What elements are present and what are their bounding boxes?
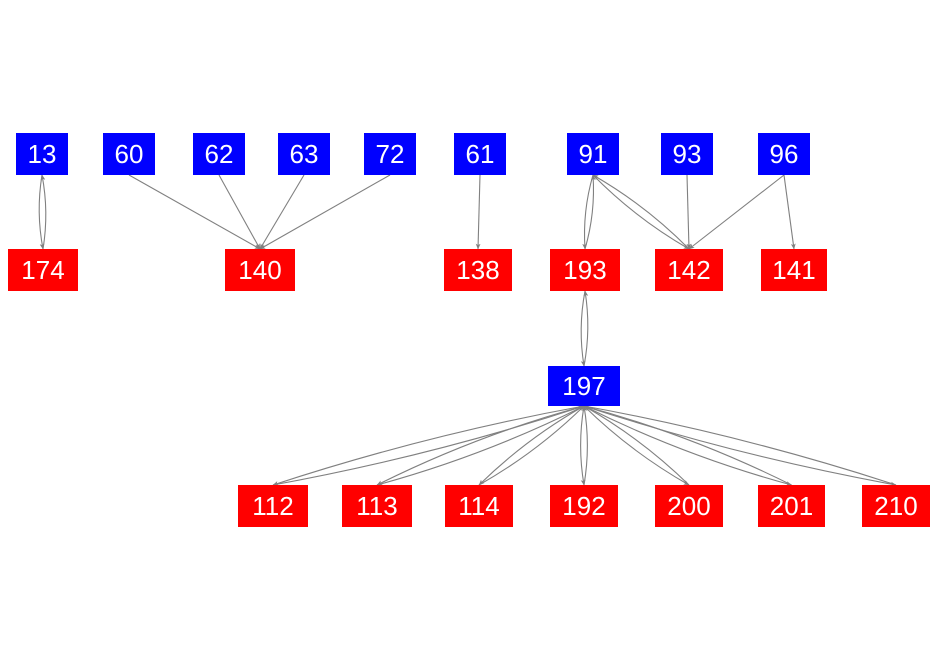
graph-node-label: 201: [769, 491, 814, 521]
edge-91-193-reverse: [584, 174, 596, 250]
graph-node-72[interactable]: 72: [364, 133, 416, 175]
graph-node-label: 72: [375, 139, 405, 169]
graph-node-label: 60: [114, 139, 144, 169]
edge-197-210-forward: [583, 405, 897, 487]
graph-node-61[interactable]: 61: [454, 133, 506, 175]
edge-96-142: [688, 174, 785, 250]
graph-node-174[interactable]: 174: [8, 249, 78, 291]
edge-197-113-forward: [376, 405, 585, 486]
graph-node-141[interactable]: 141: [761, 249, 827, 291]
graph-node-label: 138: [456, 255, 500, 285]
edge-197-210-reverse: [583, 404, 897, 486]
graph-node-label: 13: [27, 139, 57, 169]
graph-node-label: 141: [772, 255, 816, 285]
graph-node-label: 197: [562, 371, 606, 401]
graph-node-96[interactable]: 96: [758, 133, 810, 175]
graph-node-label: 192: [562, 491, 606, 521]
graph-node-label: 112: [252, 491, 294, 521]
graph-node-label: 210: [874, 491, 918, 521]
edge-96-141: [783, 174, 796, 250]
edge-13-174-forward: [38, 174, 45, 250]
graph-node-91[interactable]: 91: [567, 133, 619, 175]
edge-197-114-reverse: [478, 405, 585, 486]
graph-node-193[interactable]: 193: [550, 249, 620, 291]
edge-197-114-forward: [478, 405, 585, 486]
edge-197-112-reverse: [272, 405, 585, 486]
edge-61-138: [475, 174, 481, 250]
edge-63-140: [259, 174, 305, 250]
graph-node-201[interactable]: 201: [758, 485, 825, 527]
edge-197-113-reverse: [376, 405, 585, 486]
edge-193-197-reverse: [583, 290, 589, 367]
graph-node-142[interactable]: 142: [655, 249, 723, 291]
edge-72-140: [259, 174, 391, 250]
graph-node-label: 193: [563, 255, 607, 285]
edge-91-142-forward: [592, 174, 690, 250]
edge-60-140: [128, 174, 261, 250]
graph-node-label: 61: [465, 139, 495, 169]
edge-91-193-forward: [582, 174, 594, 250]
edge-197-201-forward: [583, 405, 792, 486]
graph-node-label: 113: [356, 491, 398, 521]
edge-197-201-reverse: [583, 405, 792, 486]
graph-node-197[interactable]: 197: [548, 366, 620, 406]
edge-193-197-forward: [580, 290, 586, 367]
graph-node-210[interactable]: 210: [862, 485, 930, 527]
edges-group: [38, 174, 897, 487]
graph-node-114[interactable]: 114: [445, 485, 513, 527]
graph-node-192[interactable]: 192: [550, 485, 618, 527]
graph-node-label: 91: [578, 139, 608, 169]
edge-93-142: [686, 174, 692, 250]
edge-91-142-reverse: [592, 174, 690, 250]
graph-node-93[interactable]: 93: [661, 133, 713, 175]
edge-197-192-forward: [580, 405, 586, 486]
graph-node-label: 62: [204, 139, 234, 169]
edge-197-192-reverse: [582, 405, 588, 486]
graph-node-140[interactable]: 140: [225, 249, 295, 291]
graph-node-13[interactable]: 13: [16, 133, 68, 175]
graph-node-62[interactable]: 62: [193, 133, 245, 175]
graph-node-63[interactable]: 63: [278, 133, 330, 175]
edge-13-174-reverse: [40, 174, 47, 250]
graph-node-200[interactable]: 200: [655, 485, 723, 527]
graph-node-label: 63: [289, 139, 319, 169]
graph-node-label: 200: [667, 491, 711, 521]
graph-node-label: 114: [458, 491, 500, 521]
edge-197-112-forward: [272, 405, 585, 486]
graph-node-label: 140: [238, 255, 282, 285]
edge-197-200-forward: [583, 405, 690, 486]
graph-node-112[interactable]: 112: [238, 485, 308, 527]
graph-node-label: 96: [769, 139, 799, 169]
edge-62-140: [218, 174, 261, 250]
graph-node-label: 174: [21, 255, 65, 285]
edge-197-200-reverse: [583, 405, 690, 486]
graph-node-113[interactable]: 113: [342, 485, 412, 527]
graph-node-label: 142: [667, 255, 711, 285]
graph-node-60[interactable]: 60: [103, 133, 155, 175]
graph-node-label: 93: [672, 139, 702, 169]
graph-node-138[interactable]: 138: [444, 249, 512, 291]
